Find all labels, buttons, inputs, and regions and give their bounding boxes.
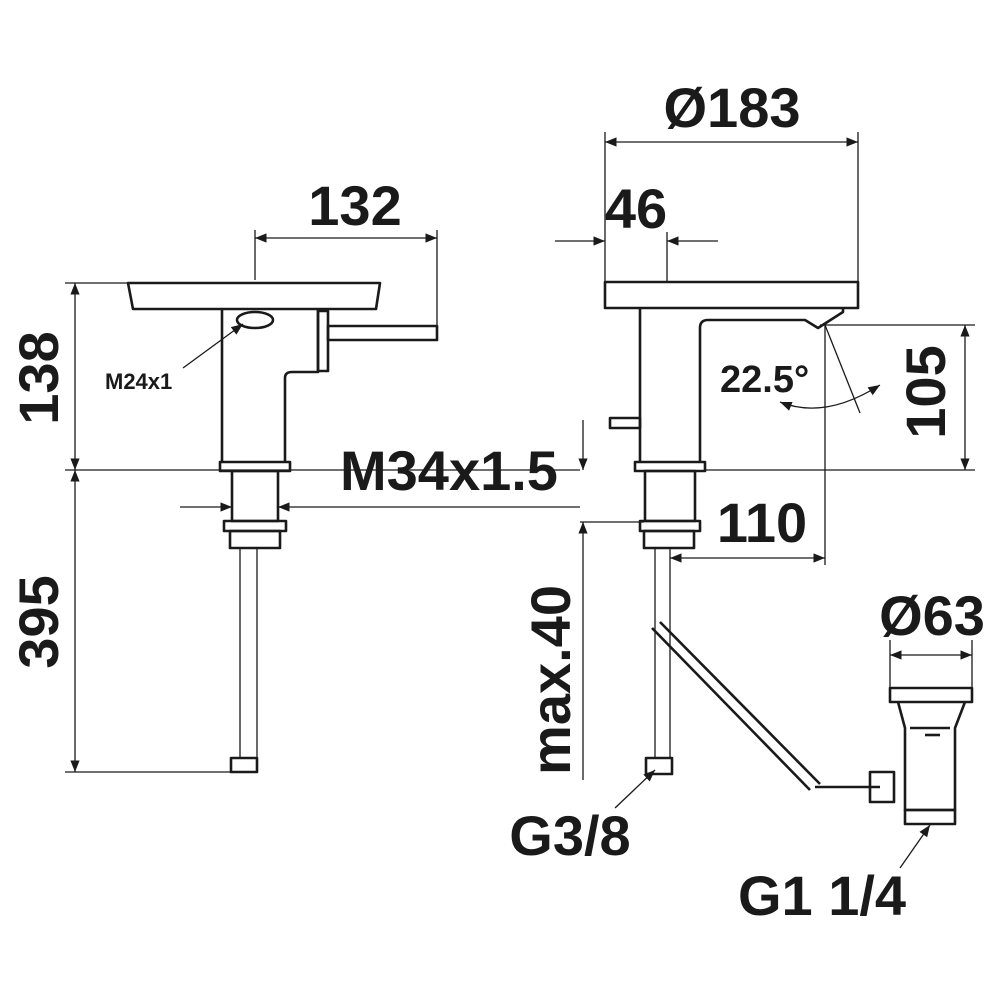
mount-nut <box>222 519 288 533</box>
front-view-dimensions: Ø183 46 105 22.5° 110 max.40 Ø63 G3/8 G1… <box>509 76 985 927</box>
mixer-body-front <box>638 308 845 462</box>
waste-thread <box>903 808 957 826</box>
hose-length-dimension: 395 <box>7 575 70 668</box>
height-dimension: 138 <box>7 331 70 424</box>
side-view <box>126 281 439 774</box>
hose-fitting-front <box>644 756 674 776</box>
aerator <box>235 310 275 330</box>
linkage-clamp <box>868 770 896 804</box>
spout-height-dimension: 105 <box>894 345 957 438</box>
mixer-body <box>220 309 320 462</box>
lever-stem <box>316 309 330 373</box>
mount-washer <box>228 529 282 550</box>
mount-thread-label: M34x1.5 <box>340 439 558 502</box>
waste-diameter-dimension: Ø63 <box>879 584 985 647</box>
top-plate-front <box>603 280 860 310</box>
mount-nut-front <box>638 519 702 533</box>
popup-linkage-rod <box>651 621 821 791</box>
supply-hose-front <box>654 547 671 759</box>
mount-washer-front <box>642 529 696 550</box>
plate-diameter-dimension: Ø183 <box>664 76 801 139</box>
spout-projection-dimension: 110 <box>717 491 807 554</box>
lever-handle <box>326 324 439 342</box>
aerator-thread-label: M24x1 <box>105 369 172 394</box>
max-thickness-dimension: max.40 <box>519 585 582 775</box>
spout-reach-dimension: 132 <box>308 174 401 237</box>
mount-thread <box>230 469 280 523</box>
supply-hose <box>239 547 258 759</box>
hose-fitting <box>229 756 259 774</box>
hose-connection-label: G3/8 <box>509 804 630 867</box>
lever-angle-label: 22.5° <box>720 359 809 401</box>
base-ring-front <box>633 460 707 473</box>
popup-knob <box>608 416 642 430</box>
top-plate <box>126 281 382 311</box>
side-view-dimensions: 138 395 132 M24x1 M34x1.5 <box>7 174 580 773</box>
waste-thread-label: G1 1/4 <box>738 864 906 927</box>
front-view <box>603 280 974 826</box>
lever-offset-dimension: 46 <box>605 177 667 240</box>
waste-valve <box>888 686 974 812</box>
mount-thread-front <box>643 469 697 523</box>
